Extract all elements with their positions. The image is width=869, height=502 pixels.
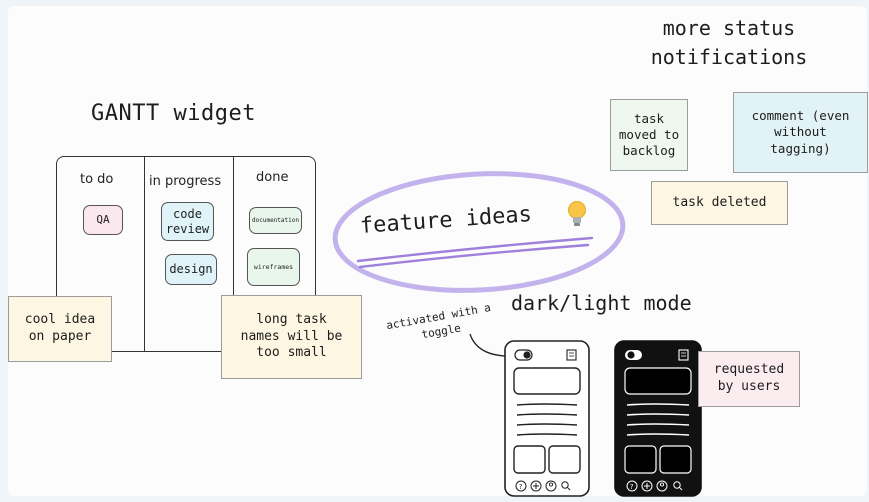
sticky-note-long-names: long task names will be too small [221, 295, 362, 379]
sticky-note-task-deleted: task deleted [651, 181, 788, 225]
column-todo: to do [80, 172, 114, 187]
svg-text:?: ? [630, 483, 634, 491]
lightbulb-icon [568, 201, 586, 226]
gantt-board [56, 156, 316, 352]
column-done: done [256, 170, 289, 185]
sticky-note-comment: comment (even without tagging) [733, 92, 868, 173]
gantt-divider-1 [144, 157, 145, 351]
sticky-note-requested-by-users: requested by users [698, 351, 800, 407]
task-chip-qa[interactable]: QA [83, 205, 123, 235]
task-chip-design[interactable]: design [165, 254, 217, 285]
whiteboard: GANTT widget to do in progress done QA c… [8, 6, 868, 497]
task-chip-code-review[interactable]: code review [161, 202, 214, 241]
task-chip-documentation[interactable]: documentation [249, 207, 302, 234]
gantt-title: GANTT widget [91, 101, 256, 126]
dark-phone-mockup: ? [614, 340, 702, 497]
column-in-progress: in progress [149, 174, 222, 189]
gantt-divider-2 [233, 157, 234, 351]
sticky-note-task-moved: task moved to backlog [610, 99, 688, 171]
task-chip-wireframes[interactable]: wireframes [247, 248, 300, 286]
dark-light-title: dark/light mode [511, 291, 692, 315]
svg-text:?: ? [519, 483, 523, 491]
light-phone-mockup: ? [504, 340, 590, 497]
feature-ideas-oval [332, 171, 626, 293]
sticky-note-cool-idea: cool idea on paper [8, 296, 112, 362]
status-title: more status notifications [650, 16, 808, 69]
